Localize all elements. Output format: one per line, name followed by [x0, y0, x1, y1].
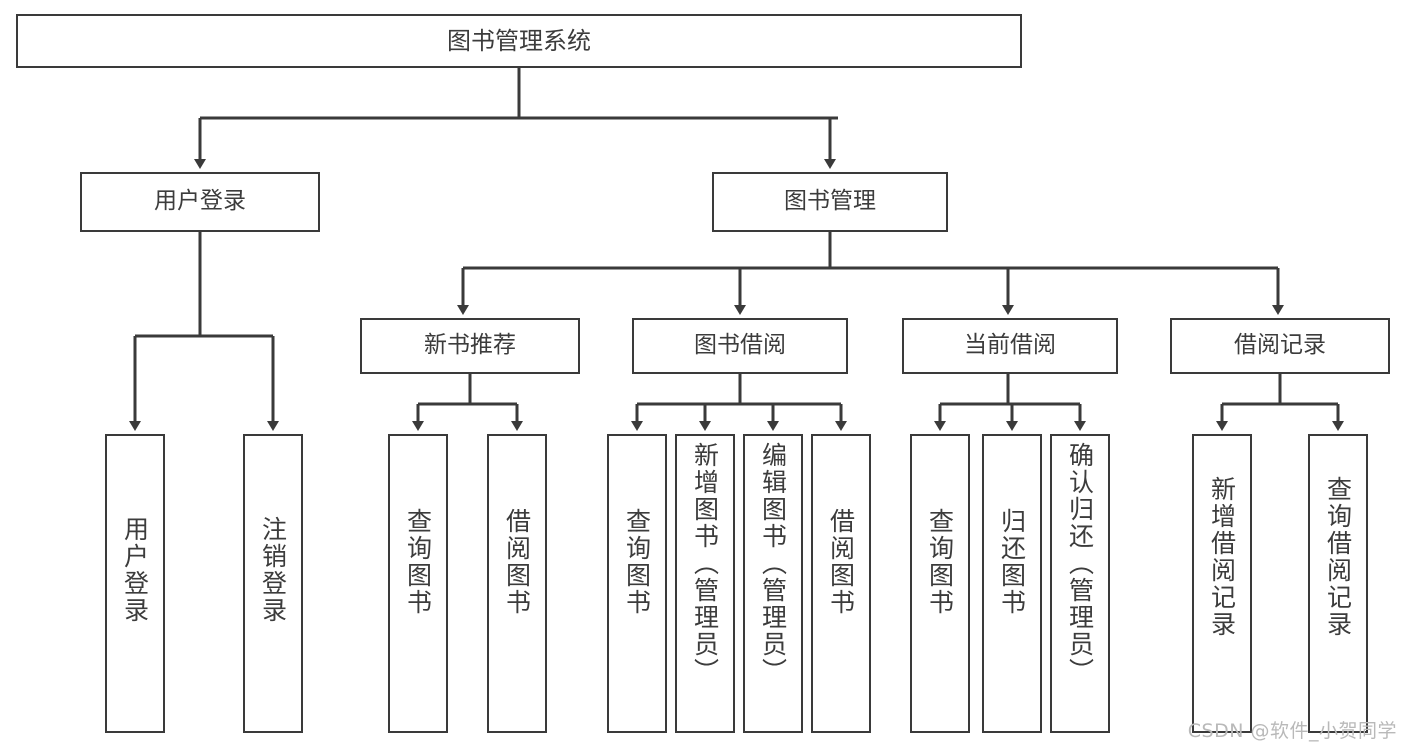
node-leaf-borrow-book-recommend[interactable]: 借阅图书	[487, 434, 547, 733]
node-leaf-query-book-borrow[interactable]: 查询图书	[607, 434, 667, 733]
node-label: 当前借阅	[964, 332, 1056, 359]
node-label: 编辑图书（管理员）	[758, 442, 788, 685]
node-label: 新增图书（管理员）	[690, 442, 720, 685]
node-label: 查询图书	[925, 508, 955, 616]
node-label: 注销登录	[258, 516, 288, 624]
node-leaf-add-book[interactable]: 新增图书（管理员）	[675, 434, 735, 733]
node-label: 用户登录	[120, 516, 150, 624]
node-leaf-confirm-return[interactable]: 确认归还（管理员）	[1050, 434, 1110, 733]
node-leaf-return-book[interactable]: 归还图书	[982, 434, 1042, 733]
node-leaf-add-borrow-record[interactable]: 新增借阅记录	[1192, 434, 1252, 733]
node-current-borrow[interactable]: 当前借阅	[902, 318, 1118, 374]
node-label: 借阅记录	[1234, 332, 1326, 359]
node-leaf-user-login[interactable]: 用户登录	[105, 434, 165, 733]
watermark-text: CSDN @软件_小贺同学	[1187, 720, 1397, 742]
edge-borrowrecord-to-leaves	[1216, 374, 1344, 431]
edge-userlogin-to-leaves	[129, 232, 279, 431]
edge-bookmgmt-to-level3	[457, 232, 1284, 315]
node-leaf-query-book-recommend[interactable]: 查询图书	[388, 434, 448, 733]
node-label: 图书管理系统	[447, 26, 591, 55]
node-book-borrow[interactable]: 图书借阅	[632, 318, 848, 374]
node-label: 确认归还（管理员）	[1065, 442, 1095, 685]
node-label: 查询图书	[403, 508, 433, 616]
node-label: 查询借阅记录	[1323, 476, 1353, 638]
node-borrow-record[interactable]: 借阅记录	[1170, 318, 1390, 374]
node-label: 用户登录	[154, 188, 246, 215]
node-leaf-query-book-current[interactable]: 查询图书	[910, 434, 970, 733]
node-label: 图书借阅	[694, 332, 786, 359]
node-leaf-edit-book[interactable]: 编辑图书（管理员）	[743, 434, 803, 733]
node-label: 图书管理	[784, 188, 876, 215]
node-book-management-system[interactable]: 图书管理系统	[16, 14, 1022, 68]
node-label: 借阅图书	[502, 508, 532, 616]
node-leaf-logout[interactable]: 注销登录	[243, 434, 303, 733]
edge-root-to-level2	[194, 68, 838, 169]
edge-currentborrow-to-leaves	[934, 374, 1086, 431]
node-new-book-recommend[interactable]: 新书推荐	[360, 318, 580, 374]
node-leaf-borrow-book[interactable]: 借阅图书	[811, 434, 871, 733]
edge-bookborrow-to-leaves	[631, 374, 847, 431]
node-label: 借阅图书	[826, 508, 856, 616]
node-user-login[interactable]: 用户登录	[80, 172, 320, 232]
node-book-management[interactable]: 图书管理	[712, 172, 948, 232]
edge-newbook-to-leaves	[412, 374, 523, 431]
node-label: 新书推荐	[424, 332, 516, 359]
node-label: 查询图书	[622, 508, 652, 616]
node-label: 归还图书	[997, 508, 1027, 616]
node-label: 新增借阅记录	[1207, 476, 1237, 638]
node-leaf-query-borrow-record[interactable]: 查询借阅记录	[1308, 434, 1368, 733]
